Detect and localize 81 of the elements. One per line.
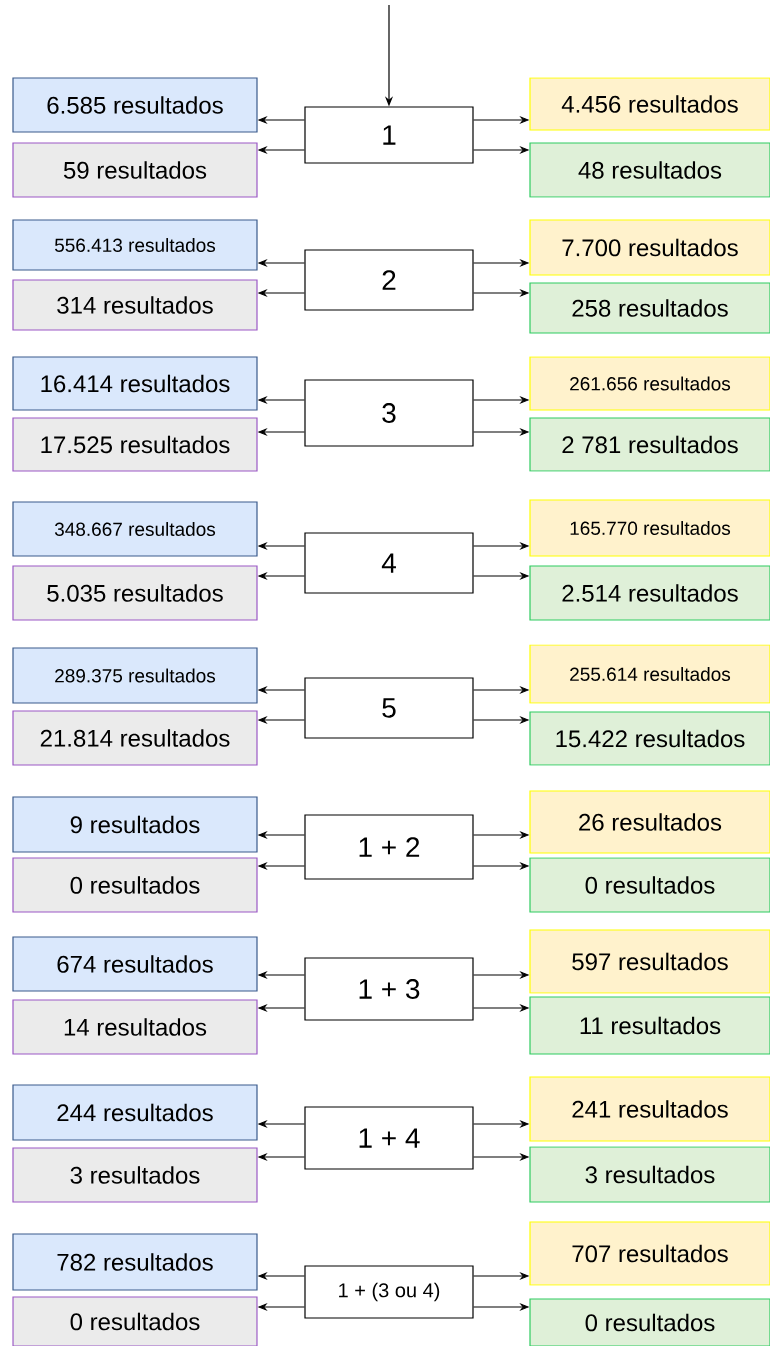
arrow — [258, 1272, 305, 1280]
result-box: 241 resultados — [529, 1076, 770, 1142]
result-box: 2.514 resultados — [529, 565, 770, 621]
result-box: 707 resultados — [529, 1221, 770, 1286]
arrow — [473, 116, 529, 124]
arrow — [258, 259, 305, 267]
result-box: 4.456 resultados — [529, 77, 770, 131]
arrow — [258, 396, 305, 404]
result-box: 348.667 resultados — [12, 501, 258, 557]
result-box: 556.413 resultados — [12, 219, 258, 271]
arrow — [473, 1272, 529, 1280]
result-box: 2 781 resultados — [529, 417, 770, 472]
result-box: 16.414 resultados — [12, 356, 258, 411]
arrow — [473, 396, 529, 404]
result-box: 48 resultados — [529, 142, 770, 198]
arrow — [473, 686, 529, 694]
arrow — [473, 971, 529, 979]
arrow — [473, 716, 529, 724]
arrow — [258, 116, 305, 124]
arrow — [473, 1004, 529, 1012]
result-box: 0 resultados — [12, 1296, 258, 1346]
result-box: 0 resultados — [529, 857, 770, 913]
result-box: 258 resultados — [529, 282, 770, 334]
process-box: 1 + 4 — [304, 1106, 474, 1170]
process-box: 3 — [304, 379, 474, 447]
result-box: 0 resultados — [529, 1298, 770, 1346]
process-box: 1 + 2 — [304, 814, 474, 880]
arrow — [258, 146, 305, 154]
arrow — [473, 1303, 529, 1311]
arrow — [473, 259, 529, 267]
result-box: 7.700 resultados — [529, 219, 770, 276]
result-box: 244 resultados — [12, 1084, 258, 1141]
arrow — [473, 1120, 529, 1128]
arrow — [258, 862, 305, 870]
arrow — [258, 542, 305, 550]
result-box: 15.422 resultados — [529, 711, 770, 766]
result-box: 3 resultados — [529, 1146, 770, 1203]
result-box: 6.585 resultados — [12, 77, 258, 133]
process-box: 1 + 3 — [304, 957, 474, 1021]
result-box: 674 resultados — [12, 936, 258, 992]
arrow — [258, 1153, 305, 1161]
result-box: 14 resultados — [12, 999, 258, 1055]
process-box: 5 — [304, 677, 474, 739]
arrow — [473, 1153, 529, 1161]
arrow — [258, 686, 305, 694]
result-box: 165.770 resultados — [529, 499, 770, 557]
process-box: 1 + (3 ou 4) — [304, 1265, 474, 1319]
arrow — [258, 289, 305, 297]
arrow — [473, 542, 529, 550]
result-box: 26 resultados — [529, 790, 770, 854]
result-box: 5.035 resultados — [12, 565, 258, 621]
arrow — [473, 831, 529, 839]
result-box: 11 resultados — [529, 996, 770, 1055]
result-box: 59 resultados — [12, 142, 258, 198]
result-box: 314 resultados — [12, 279, 258, 331]
arrow — [473, 289, 529, 297]
arrow — [258, 716, 305, 724]
arrow — [258, 572, 305, 580]
arrow — [258, 971, 305, 979]
process-box: 1 — [304, 106, 474, 164]
result-box: 9 resultados — [12, 796, 258, 853]
arrow — [473, 146, 529, 154]
arrow — [258, 1120, 305, 1128]
result-box: 289.375 resultados — [12, 647, 258, 704]
process-box: 2 — [304, 249, 474, 311]
result-box: 21.814 resultados — [12, 710, 258, 766]
result-box: 597 resultados — [529, 929, 770, 994]
arrow — [258, 1303, 305, 1311]
arrow — [258, 831, 305, 839]
result-box: 0 resultados — [12, 857, 258, 913]
result-box: 17.525 resultados — [12, 417, 258, 472]
process-box: 4 — [304, 532, 474, 594]
arrow — [473, 862, 529, 870]
result-box: 261.656 resultados — [529, 356, 770, 411]
result-box: 782 resultados — [12, 1233, 258, 1291]
arrow — [258, 1004, 305, 1012]
arrow — [258, 428, 305, 436]
result-box: 255.614 resultados — [529, 644, 770, 704]
arrow — [473, 428, 529, 436]
result-box: 3 resultados — [12, 1147, 258, 1203]
arrow — [473, 572, 529, 580]
